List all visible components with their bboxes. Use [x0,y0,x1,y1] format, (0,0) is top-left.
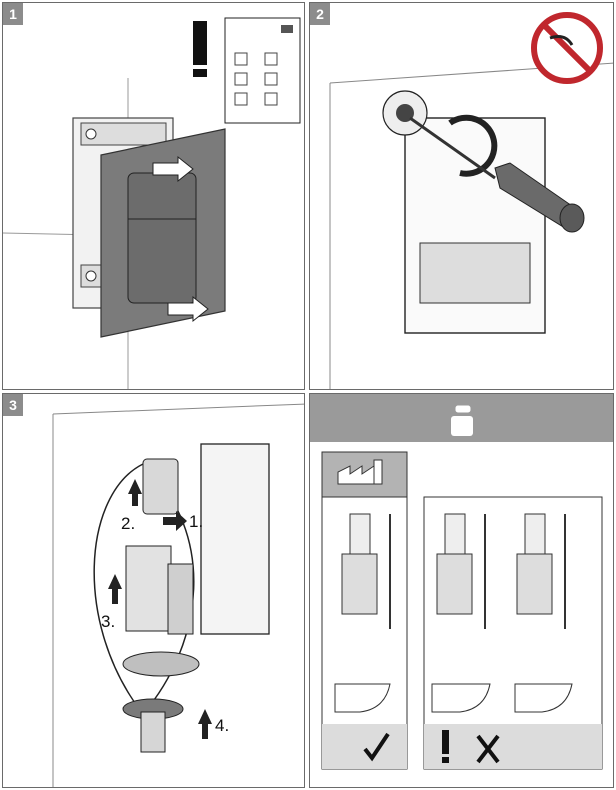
step-number-badge: 2 [310,3,330,25]
remove-cover-illustration [3,17,301,389]
replace-fill-valve-illustration [52,403,304,787]
step-3-panel: 3 2. 1. 3. 4. [2,393,305,788]
step-label-2: 2. [121,514,136,533]
step-label-1: 1. [189,512,204,531]
step-2-panel: 2 [309,2,614,390]
info-panel-illustration [310,394,613,770]
step-1-panel: 1 [2,2,305,390]
step-number-badge: 3 [3,394,23,416]
info-panel [309,393,614,788]
step-label-4: 4. [215,716,230,735]
close-water-valve-illustration [329,12,613,389]
step-number-badge: 1 [3,3,23,25]
step-label-3: 3. [101,612,116,631]
